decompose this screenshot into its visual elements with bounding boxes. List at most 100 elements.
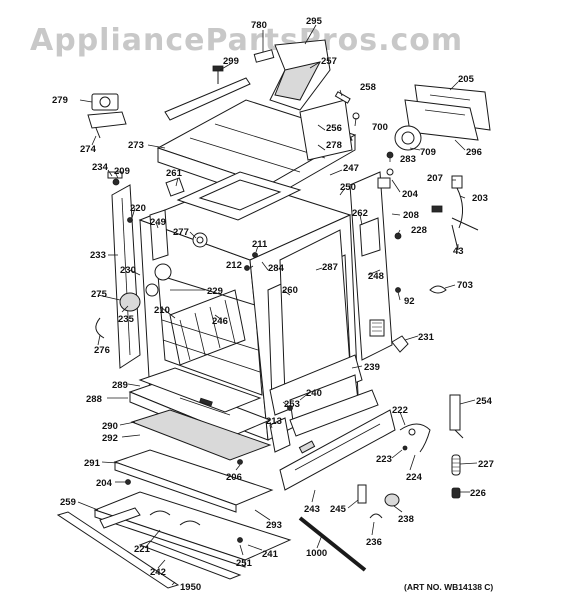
callout-92: 92: [404, 296, 415, 307]
callout-210: 210: [154, 305, 170, 316]
broil-pan: [128, 367, 272, 461]
hardware-213-253: [269, 405, 293, 453]
callout-251: 251: [236, 558, 253, 569]
callout-283: 283: [400, 154, 416, 165]
drawer-front-243: [279, 409, 396, 491]
callout-241: 241: [262, 549, 279, 560]
thermostat-229: [145, 263, 172, 297]
callout-223: 223: [376, 454, 392, 465]
callout-709: 709: [420, 147, 436, 158]
side-trim-strip: [164, 77, 251, 121]
callout-258: 258: [360, 82, 376, 93]
callout-207: 207: [427, 173, 443, 184]
callout-256: 256: [326, 123, 342, 134]
callout-221: 221: [134, 544, 151, 555]
callout-220: 220: [130, 203, 146, 214]
callout-1000: 1000: [306, 548, 327, 559]
callout-226: 226: [470, 488, 486, 499]
back-panel: [299, 99, 353, 161]
callout-240: 240: [306, 388, 322, 399]
rod-1000: [298, 516, 367, 572]
callout-238: 238: [398, 514, 414, 525]
control-panel-205: [404, 84, 491, 141]
callout-247: 247: [343, 163, 359, 174]
electrical-203: [431, 175, 479, 231]
drawer-bottom-291: [113, 449, 274, 513]
callout-245: 245: [330, 504, 347, 515]
callout-248: 248: [368, 271, 384, 282]
callout-276: 276: [94, 345, 110, 356]
callout-1950: 1950: [180, 582, 201, 593]
leader-lines: [77, 24, 478, 586]
callout-203: 203: [472, 193, 488, 204]
oven-rack: [169, 289, 246, 366]
callout-296: 296: [466, 147, 482, 158]
callout-209: 209: [114, 166, 130, 177]
callout-275: 275: [91, 289, 108, 300]
callout-labels: 780 295 299 257 258 205 279 700 256 278 …: [52, 16, 494, 593]
callout-246: 246: [212, 316, 228, 327]
callout-289: 289: [112, 380, 128, 391]
callout-278: 278: [326, 140, 342, 151]
callout-239: 239: [364, 362, 380, 373]
hinge-assembly: [399, 423, 431, 453]
callout-274: 274: [80, 144, 97, 155]
callout-703: 703: [457, 280, 473, 291]
callout-287: 287: [322, 262, 338, 273]
bracket-249: [149, 209, 169, 261]
callout-291: 291: [84, 458, 101, 469]
drawer-tray: [93, 491, 292, 568]
callout-257: 257: [321, 56, 337, 67]
right-side-panel-248: [349, 171, 393, 361]
callout-243: 243: [304, 504, 320, 515]
callout-208: 208: [403, 210, 419, 221]
callout-259: 259: [60, 497, 76, 508]
callout-277: 277: [173, 227, 189, 238]
callout-234: 234: [92, 162, 109, 173]
callout-222: 222: [392, 405, 408, 416]
callout-205: 205: [458, 74, 475, 85]
callout-224: 224: [406, 472, 423, 483]
callout-253: 253: [284, 399, 300, 410]
drawer-rail-259: [56, 507, 180, 589]
callout-231: 231: [418, 332, 435, 343]
callout-299: 299: [223, 56, 239, 67]
callout-290: 290: [102, 421, 118, 432]
callout-204-top: 204: [402, 189, 419, 200]
callout-250: 250: [340, 182, 356, 193]
callout-235: 235: [118, 314, 135, 325]
callout-211: 211: [252, 239, 268, 250]
callout-204-bottom: 204: [96, 478, 113, 489]
callout-229: 229: [207, 286, 223, 297]
watermark-text: AppliancePartsPros.com: [30, 23, 463, 58]
hardware-211-212: [244, 252, 258, 271]
bracket-231: [391, 335, 409, 353]
vent-duct: [269, 39, 353, 146]
rails-241-242: [138, 537, 243, 580]
bottom-rail: [289, 389, 379, 437]
callout-700: 700: [372, 122, 388, 133]
callout-260: 260: [282, 285, 298, 296]
callout-249: 249: [150, 217, 166, 228]
screw-220: [127, 217, 133, 223]
hardware-703-92: [395, 285, 447, 294]
spring-227: [451, 454, 461, 499]
callout-212: 212: [226, 260, 242, 271]
callout-284: 284: [268, 263, 285, 274]
bracket-254: [449, 394, 464, 439]
knob-275: [95, 292, 141, 339]
callout-288: 288: [86, 394, 102, 405]
callout-780: 780: [251, 20, 267, 31]
callout-262: 262: [352, 208, 368, 219]
callout-213: 213: [266, 416, 282, 427]
callout-206: 206: [226, 472, 242, 483]
regulator-279: [87, 93, 127, 139]
callout-228: 228: [411, 225, 427, 236]
callout-236: 236: [366, 537, 382, 548]
callout-273: 273: [128, 140, 144, 151]
callout-279: 279: [52, 95, 68, 106]
hardware-283-204: [386, 151, 394, 176]
callout-43: 43: [453, 246, 464, 257]
